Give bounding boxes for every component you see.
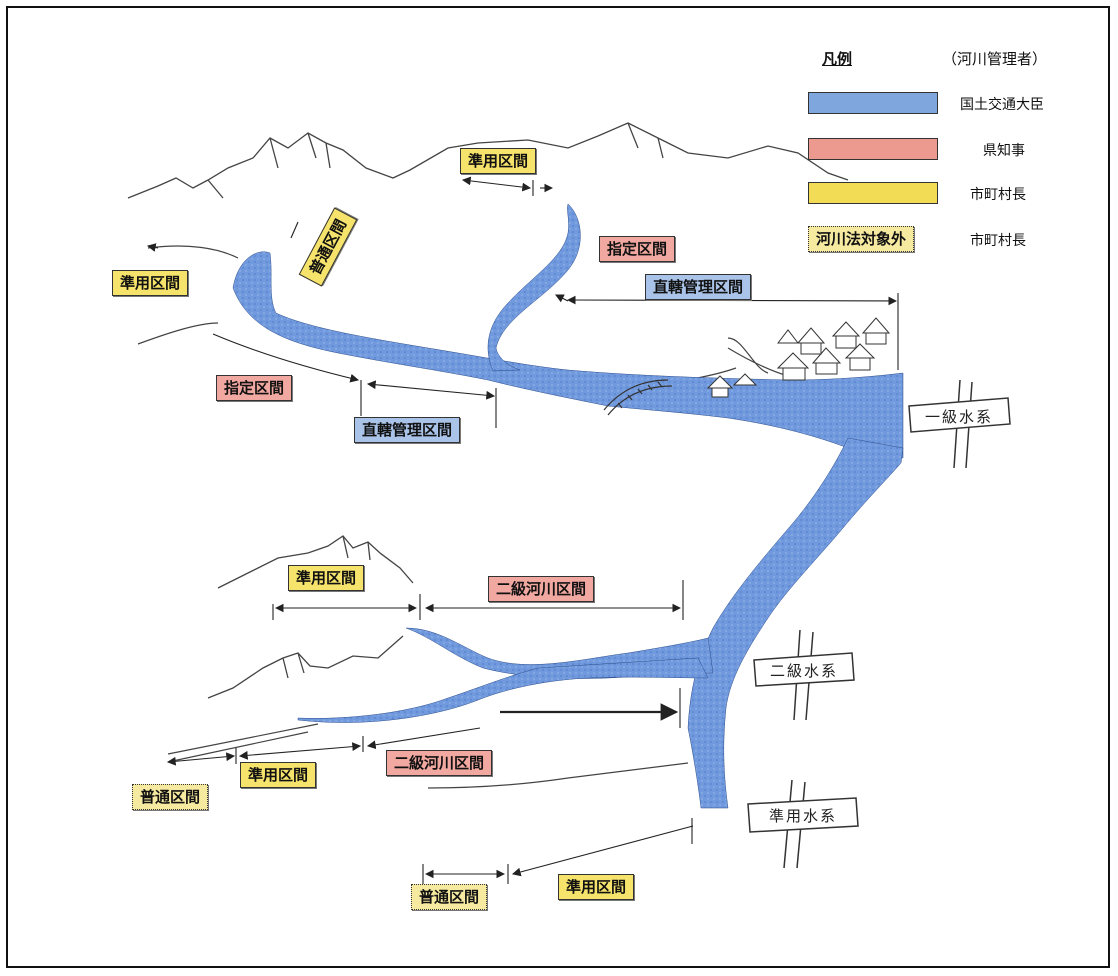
legend-swatch-pink [808, 138, 938, 160]
signpost-class1: 一級水系 [908, 379, 1011, 469]
label-shitei-right: 指定区間 [599, 236, 676, 262]
legend-swatch-yellow [808, 182, 938, 204]
bridge [603, 379, 673, 416]
class2-lower-branch [297, 657, 709, 723]
signpost-class2: 二級水系 [753, 629, 855, 721]
upper-tributary [487, 203, 581, 372]
label-chokkatsu-left: 直轄管理区間 [354, 417, 461, 443]
legend-title: 凡例 [822, 50, 853, 68]
legend-swatch-blue [808, 92, 938, 114]
label-nikyu-lower: 二級河川区間 [386, 750, 493, 776]
main-trunk-river [687, 437, 904, 809]
lower-mountains [207, 535, 414, 699]
label-nikyu-upper: 二級河川区間 [488, 576, 595, 602]
legend-text-minister: 国土交通大臣 [960, 97, 1044, 113]
legend-text-mayor: 市町村長 [970, 187, 1026, 203]
river-system-illustration: 一級水系 二級水系 準用水系 [127, 122, 1011, 884]
sign-label-class2: 二級水系 [770, 662, 838, 680]
label-futsu-quasi: 普通区間 [411, 884, 488, 910]
upper-main-river [232, 251, 904, 459]
legend-text-mayor-2: 市町村長 [970, 233, 1026, 249]
label-junyo-quasi: 準用区間 [558, 874, 635, 900]
upper-mountains [127, 122, 849, 199]
sign-label-class1: 一級水系 [925, 408, 993, 426]
legend-swatch-dotted: 河川法対象外 [808, 226, 915, 252]
label-futsu-lower: 普通区間 [132, 784, 209, 810]
diagram-frame: 一級水系 二級水系 準用水系 凡例 （河川管理者） 国土交通大臣 県知事 市町村… [6, 6, 1110, 968]
label-chokkatsu-right: 直轄管理区間 [645, 274, 752, 300]
label-junyo-lower: 準用区間 [240, 762, 317, 788]
label-shitei-left: 指定区間 [216, 375, 293, 401]
legend-subtitle: （河川管理者） [942, 50, 1048, 68]
label-junyo-class2: 準用区間 [288, 565, 365, 591]
signpost-quasi: 準用水系 [747, 779, 859, 869]
label-junyo-left: 準用区間 [112, 270, 189, 296]
label-junyo-top: 準用区間 [460, 148, 537, 174]
legend-text-governor: 県知事 [983, 143, 1025, 159]
village-houses [706, 317, 891, 398]
sign-label-quasi: 準用水系 [769, 807, 837, 825]
